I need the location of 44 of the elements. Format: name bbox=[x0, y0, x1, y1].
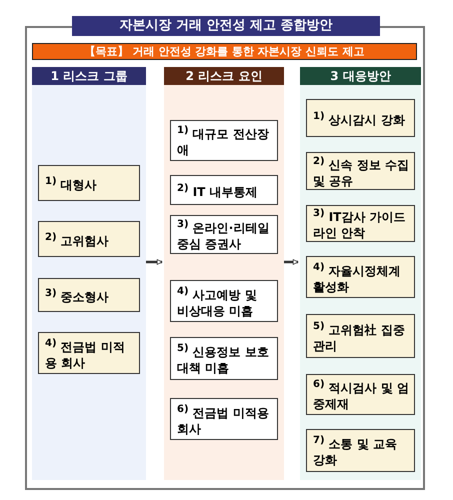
arrow bbox=[144, 259, 162, 265]
item-text: $^{1)}$ 대형사 bbox=[45, 174, 97, 192]
item-box bbox=[306, 374, 415, 415]
item-text: $^{1)}$ 대규모 전산장애 bbox=[177, 124, 270, 158]
column-panel bbox=[164, 67, 284, 480]
item-box bbox=[306, 429, 415, 472]
item-text: $^{2)}$ IT 내부통제 bbox=[177, 182, 258, 200]
item-box bbox=[306, 314, 415, 358]
column-panel bbox=[32, 67, 146, 480]
goal-banner: 【목표】 거래 안전성 강화를 통한 자본시장 신뢰도 제고 bbox=[32, 43, 417, 60]
item-box bbox=[306, 256, 415, 298]
item-box bbox=[38, 165, 140, 201]
item-box bbox=[170, 280, 278, 322]
item-box bbox=[170, 120, 278, 161]
title-banner: 자본시장 거래 안전성 제고 종합방안 bbox=[72, 16, 380, 36]
item-text: $^{7)}$ 소통 및 교육 강화 bbox=[313, 434, 398, 468]
column-panel bbox=[300, 67, 421, 480]
item-box bbox=[306, 205, 415, 242]
item-text: $^{1)}$ 상시감시 강화 bbox=[313, 110, 405, 128]
item-text: $^{4)}$ 사고예방 및 비상대응 미흡 bbox=[177, 284, 258, 318]
item-box bbox=[38, 221, 140, 257]
item-text: $^{2)}$ 고위험사 bbox=[45, 230, 109, 248]
item-box bbox=[170, 337, 278, 380]
item-text: $^{3)}$ 중소형사 bbox=[45, 286, 109, 304]
item-text: $^{3)}$ IT감사 가이드 라인 안착 bbox=[313, 207, 407, 241]
item-text: $^{5)}$ 신용정보 보호대책 미흡 bbox=[177, 342, 270, 376]
column-header: 2 리스크 요인 bbox=[164, 67, 284, 85]
item-box bbox=[38, 278, 140, 312]
arrow bbox=[282, 259, 298, 265]
item-text: $^{6)}$ 적시검사 및 엄중제재 bbox=[313, 378, 410, 412]
column-header: 1 리스크 그룹 bbox=[32, 67, 146, 85]
item-box bbox=[306, 99, 415, 137]
item-text: $^{2)}$ 신속 정보 수집 및 공유 bbox=[313, 154, 410, 188]
item-text: $^{5)}$ 고위험社 집중관리 bbox=[313, 320, 406, 354]
item-box bbox=[170, 215, 278, 254]
item-box bbox=[38, 332, 140, 374]
item-box bbox=[306, 152, 415, 190]
item-text: $^{4)}$ 전금법 미적용 회사 bbox=[45, 336, 126, 370]
item-text: $^{6)}$ 전금법 미적용 회사 bbox=[177, 402, 270, 436]
item-box bbox=[170, 398, 278, 440]
item-text: $^{3)}$ 온라인·리테일 중심 증권사 bbox=[177, 218, 270, 252]
item-box bbox=[170, 175, 278, 205]
column-header: 3 대응방안 bbox=[300, 67, 421, 85]
item-text: $^{4)}$ 자율시정체계 활성화 bbox=[313, 260, 402, 294]
